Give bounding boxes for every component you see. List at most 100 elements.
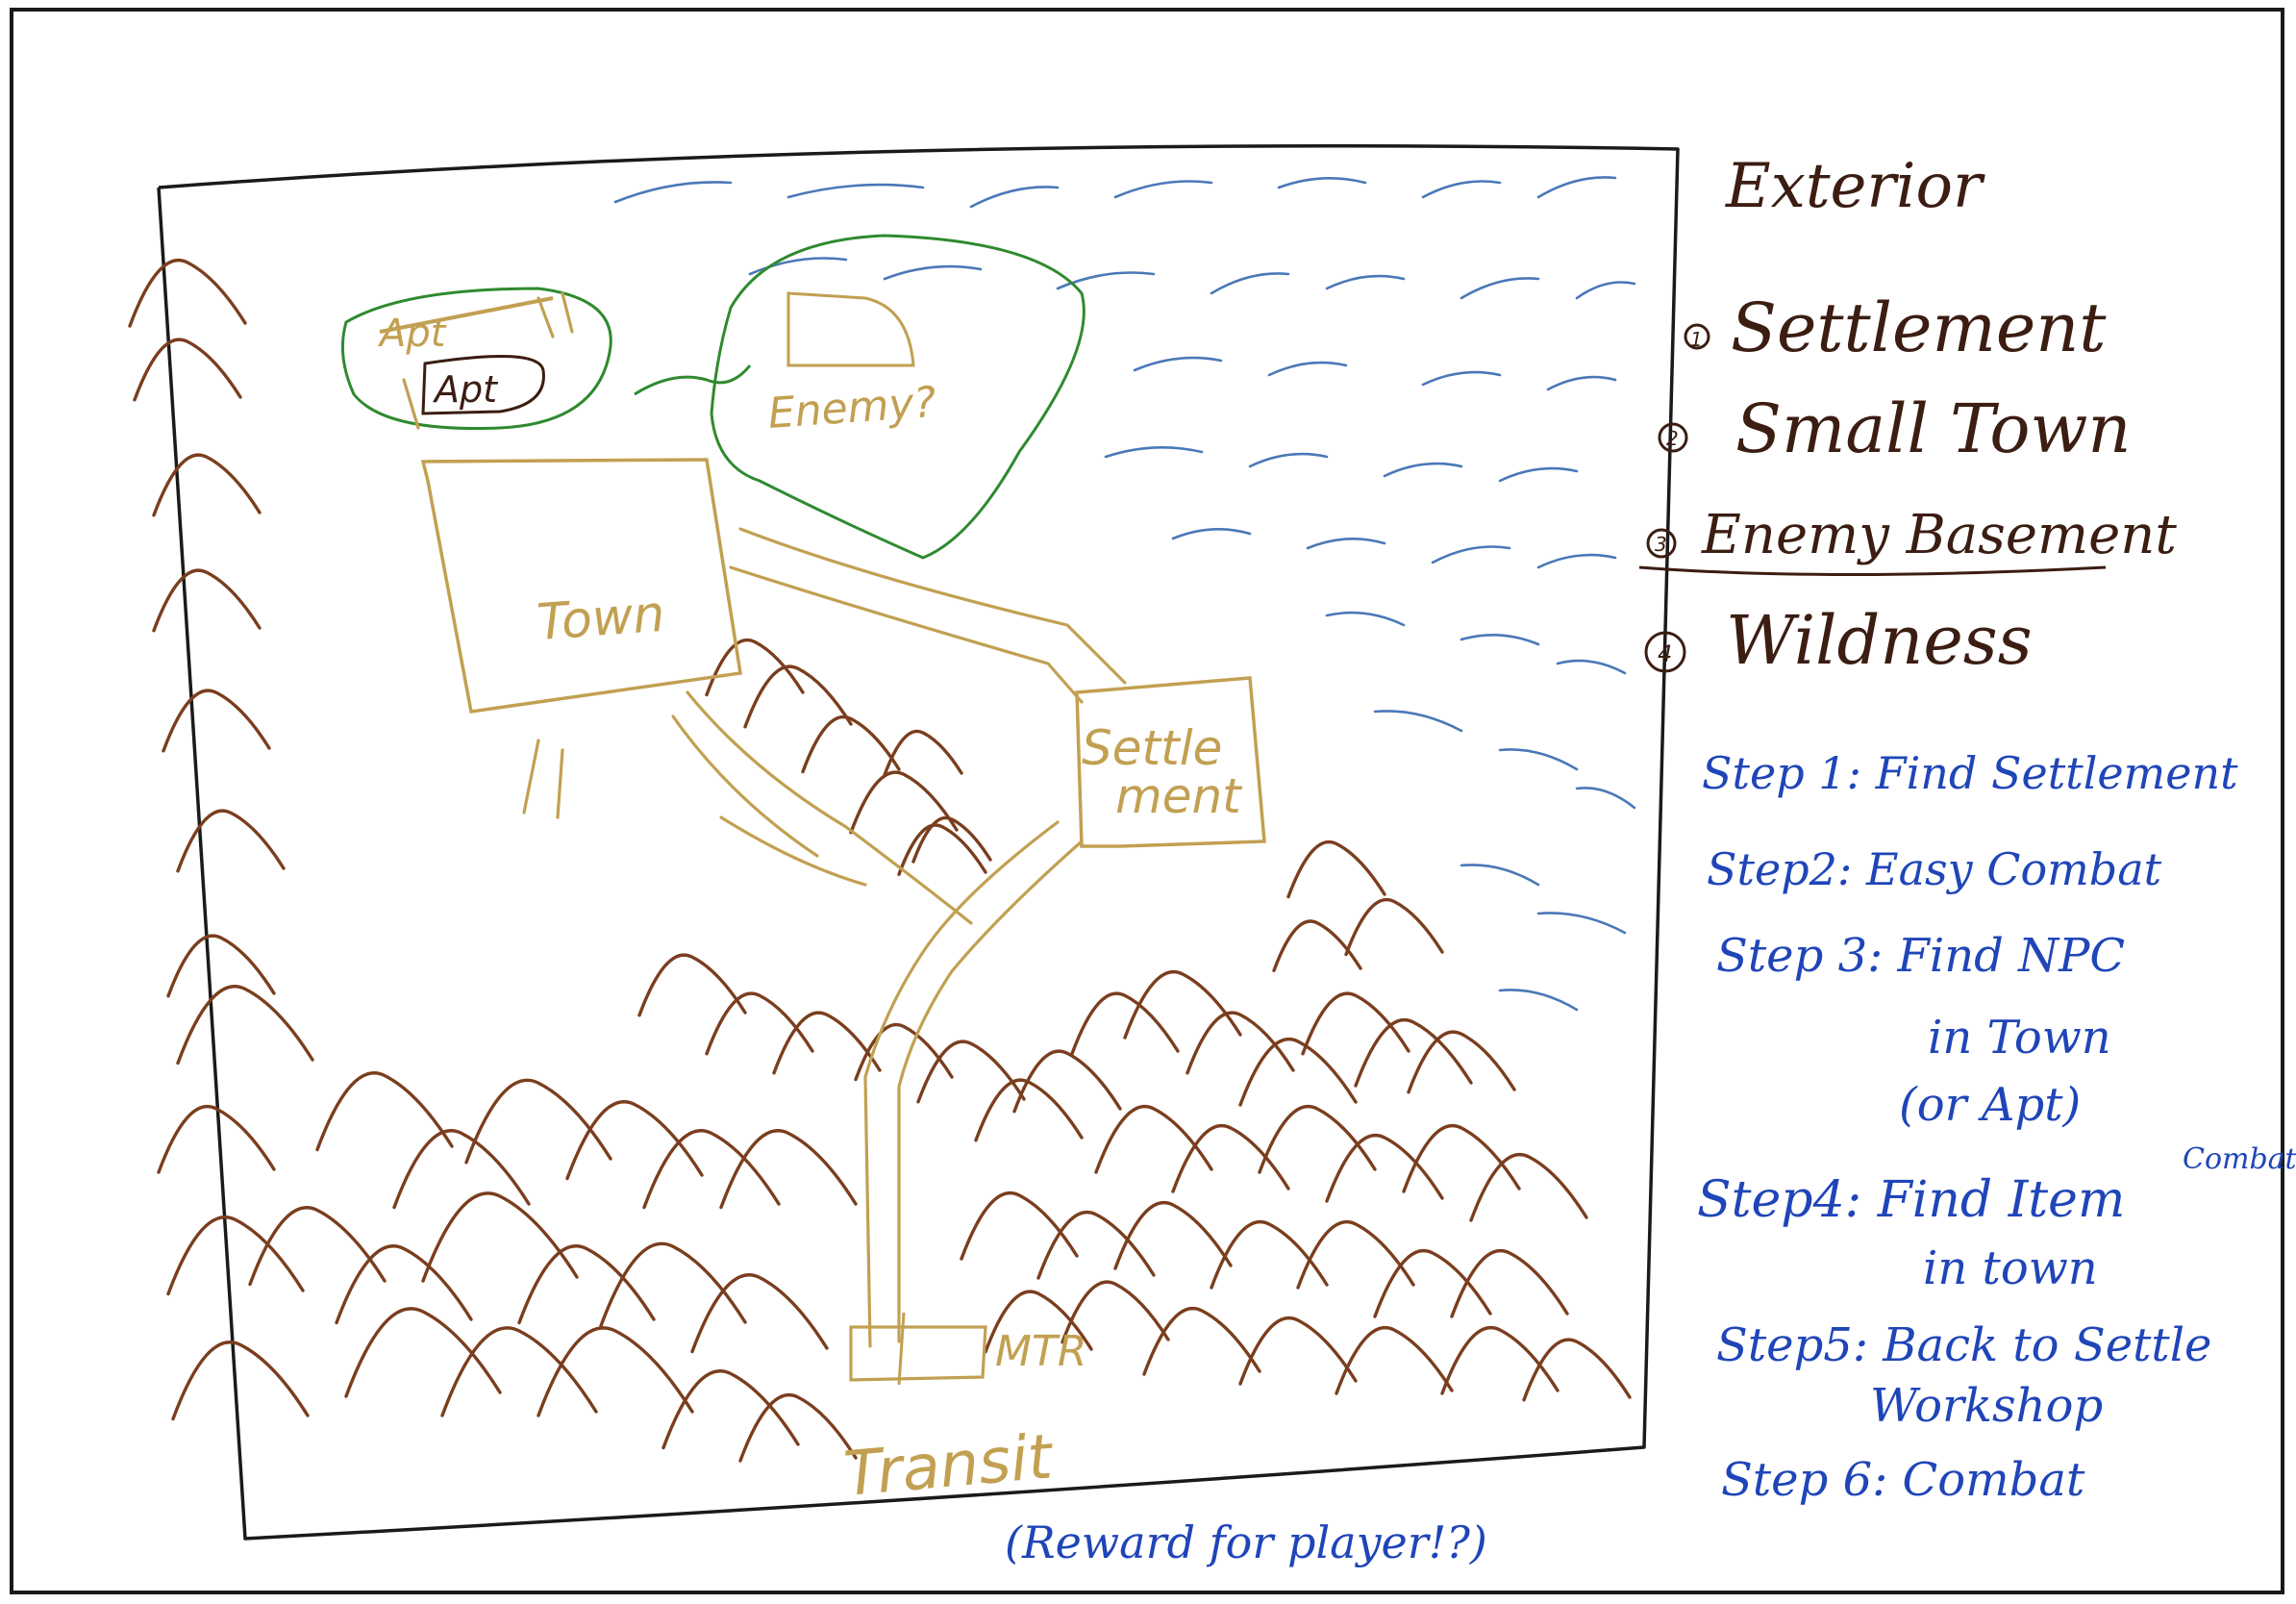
mountain-mark <box>1036 1211 1156 1280</box>
mountain-mark <box>392 1129 531 1210</box>
mountain-mark <box>464 1078 612 1165</box>
mountain-mark <box>176 809 286 873</box>
step-4-line-1: Step4: Find Item <box>1697 1171 2125 1229</box>
mountain-mark <box>719 1129 858 1210</box>
mountain-mark <box>1185 1011 1295 1075</box>
legend-marker-2 <box>1658 422 1688 453</box>
legend-separator <box>1638 565 2107 576</box>
legend-item-enemy-basement: Enemy Basement <box>1701 504 2177 566</box>
step-1: Step 1: Find Settlement <box>1702 747 2238 799</box>
water-stroke <box>1104 446 1204 459</box>
mountain-mark <box>1450 1249 1569 1318</box>
water-stroke <box>748 257 848 276</box>
legend-marker-1 <box>1684 323 1710 350</box>
mountain-mark <box>772 1011 882 1075</box>
mountain-mark <box>1171 1124 1290 1193</box>
legend-title: Exterior <box>1725 151 1985 222</box>
mountain-mark <box>984 1290 1093 1354</box>
map-frame <box>157 144 1680 1541</box>
mountain-mark <box>1142 1307 1261 1376</box>
mountain-mark <box>849 770 959 835</box>
water-stroke <box>969 186 1060 209</box>
water-stroke <box>1575 281 1636 300</box>
legend-item-settlement: Settlement <box>1731 288 2107 367</box>
mountain-mark <box>157 1105 276 1174</box>
mountain-mark <box>1070 991 1180 1056</box>
water-stroke <box>1267 361 1348 377</box>
legend-marker-2-text: 2 <box>1666 427 1679 450</box>
water-stroke <box>1306 537 1386 550</box>
mountain-mark <box>1373 1249 1492 1318</box>
apt-crossed-label: Apt <box>377 312 447 356</box>
water-stroke <box>1536 553 1617 569</box>
mountain-mark <box>166 1216 305 1296</box>
mountain-mark <box>960 1191 1079 1261</box>
step-5-line-2: Workshop <box>1870 1379 2103 1433</box>
enemy-zone-outline <box>710 234 1086 560</box>
mtr-label: MTR <box>995 1327 1086 1376</box>
water-area <box>613 176 1636 1012</box>
mountain-mark <box>1469 1153 1588 1222</box>
step-6: Step 6: Combat <box>1721 1453 2085 1507</box>
legend-marker-3 <box>1646 528 1677 559</box>
water-stroke <box>1498 466 1579 483</box>
mountain-mark <box>690 1273 829 1354</box>
mountain-mark <box>1344 898 1444 957</box>
mountain-mark <box>599 1241 747 1328</box>
step-3-line-3: (or Apt) <box>1899 1078 2081 1132</box>
mountain-mark <box>916 1040 1026 1104</box>
water-stroke <box>1383 462 1463 478</box>
water-stroke <box>1373 710 1463 733</box>
enemy-label: Enemy? <box>766 378 937 439</box>
mountain-mark <box>517 1244 656 1325</box>
water-stroke <box>786 183 925 199</box>
mountain-mark <box>637 953 747 1017</box>
mountain-mark <box>1286 840 1386 899</box>
apt-box <box>421 354 545 415</box>
mountain-mark <box>801 715 901 774</box>
mountain-mark <box>642 1129 781 1210</box>
water-stroke <box>1277 176 1367 189</box>
mountain-mark <box>133 338 242 402</box>
mountain-mark <box>152 453 262 517</box>
water-stroke <box>1325 611 1406 627</box>
canvas-border <box>10 8 2284 1594</box>
mountain-mark <box>854 1023 954 1082</box>
transit-label: Transit <box>841 1421 1058 1511</box>
mountain-mark <box>344 1307 502 1398</box>
mountain-mark <box>1335 1326 1454 1395</box>
step-5-line-1: Step5: Back to Settle <box>1716 1318 2211 1372</box>
mountain-mark <box>1113 1201 1233 1270</box>
mountain-mark <box>1402 1124 1521 1193</box>
water-stroke <box>1460 633 1540 646</box>
mountain-mark <box>166 934 276 998</box>
enemy-base-icon <box>786 291 915 367</box>
water-stroke <box>1210 272 1290 295</box>
mtr-track <box>897 1312 906 1386</box>
water-stroke <box>1421 370 1502 387</box>
mountain-mark <box>315 1071 454 1152</box>
mountain-mark <box>883 729 963 777</box>
mountain-mark <box>705 639 805 697</box>
mountain-mark <box>128 259 247 328</box>
apt-crossed-strike <box>379 296 554 334</box>
water-stroke <box>883 264 983 281</box>
water-stroke <box>1498 989 1579 1012</box>
water-stroke <box>1460 277 1540 300</box>
water-stroke <box>613 181 733 204</box>
mountain-mark <box>1258 1105 1377 1174</box>
mountain-mark <box>152 568 262 633</box>
water-stroke <box>1556 659 1627 675</box>
mountain-mark <box>1407 1030 1516 1094</box>
settlement-label-2: ment <box>1115 768 1243 824</box>
step-3-line-2: in Town <box>1928 1011 2111 1065</box>
road-network <box>402 291 1127 1348</box>
legend-marker-3-text: 3 <box>1655 533 1667 556</box>
mountain-mark <box>1061 1280 1170 1344</box>
mountain-mark <box>897 823 987 876</box>
settlement-box <box>1075 676 1266 848</box>
legend-marker-4 <box>1644 631 1686 673</box>
mountain-mark <box>335 1244 473 1325</box>
mountain-range <box>128 259 1632 1463</box>
